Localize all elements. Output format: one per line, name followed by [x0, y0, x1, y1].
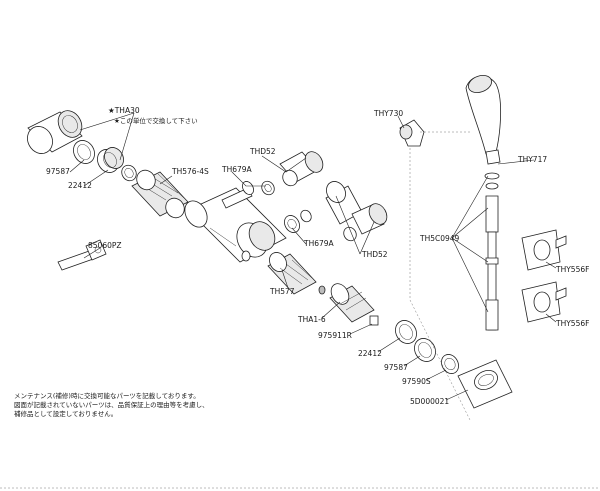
shower-head-thy717	[465, 75, 502, 165]
cartridge-th576	[131, 169, 189, 219]
label-th576-4s: TH576-4S	[171, 167, 209, 176]
label-th5c0949: TH5C0949	[419, 234, 460, 243]
ring-22412-right	[395, 320, 417, 344]
label-85060pz: 85060PZ	[88, 241, 122, 250]
holder-5d000021	[457, 359, 513, 409]
footnote-line-1: メンテナンス(補修)時に交換可能なパーツを記載しております。	[14, 391, 200, 400]
label-5d000021: 5D000021	[410, 397, 449, 406]
label-thy556f-top: THY556F	[555, 265, 589, 274]
cartridge-th577	[267, 252, 326, 295]
label-975911r: 975911R	[318, 331, 352, 340]
label-97587-left: 97587	[46, 167, 70, 176]
label-th679a-mid: TH679A	[303, 239, 335, 248]
label-97587-right: 97587	[384, 363, 408, 372]
leader-lines	[69, 112, 557, 401]
ring-97590s	[441, 354, 459, 374]
elbow-thd52-top	[279, 151, 324, 187]
handle-cap-part	[27, 110, 83, 154]
label-th679a-top: TH679A	[221, 165, 253, 174]
footnote-line-3: 補修品として設定しておりません。	[14, 409, 117, 418]
valve-body	[184, 187, 287, 263]
ring-97587-right	[414, 338, 436, 362]
label-th577: TH577	[269, 287, 295, 296]
elbow-thd52-mid	[325, 181, 388, 242]
label-thd52-mid: THD52	[361, 250, 388, 259]
label-tha30-note: ★この単位で交換して下さい	[114, 116, 198, 125]
label-tha1-6: THA1-6	[297, 315, 326, 324]
label-22412-right: 22412	[358, 349, 382, 358]
ring-22412-left	[97, 147, 124, 173]
label-thd52-top: THD52	[249, 147, 276, 156]
assembly-tha1-6	[329, 283, 379, 326]
wall-hook-thy556f-bottom	[521, 281, 567, 323]
ring-th679a-mid	[284, 209, 312, 233]
label-97590s: 97590S	[402, 377, 431, 386]
hose-th5c0949	[484, 172, 500, 331]
label-tha30: ★THA30	[108, 106, 140, 115]
hose-route-line	[409, 148, 471, 421]
footnote-line-2: 図面が記載されていないパーツは、品質保証上の理由等を考慮し、	[14, 400, 209, 409]
key-85060pz	[57, 239, 107, 271]
label-thy730: THY730	[373, 109, 403, 118]
label-thy717: THY717	[517, 155, 547, 164]
label-thy556f-bottom: THY556F	[555, 319, 589, 328]
label-22412-left: 22412	[68, 181, 92, 190]
small-ring-left	[121, 164, 137, 182]
ring-th679a-top	[242, 180, 275, 196]
elbow-thy730	[399, 119, 425, 147]
ring-97587-left	[73, 140, 95, 164]
wall-hook-thy556f-top	[521, 229, 567, 271]
